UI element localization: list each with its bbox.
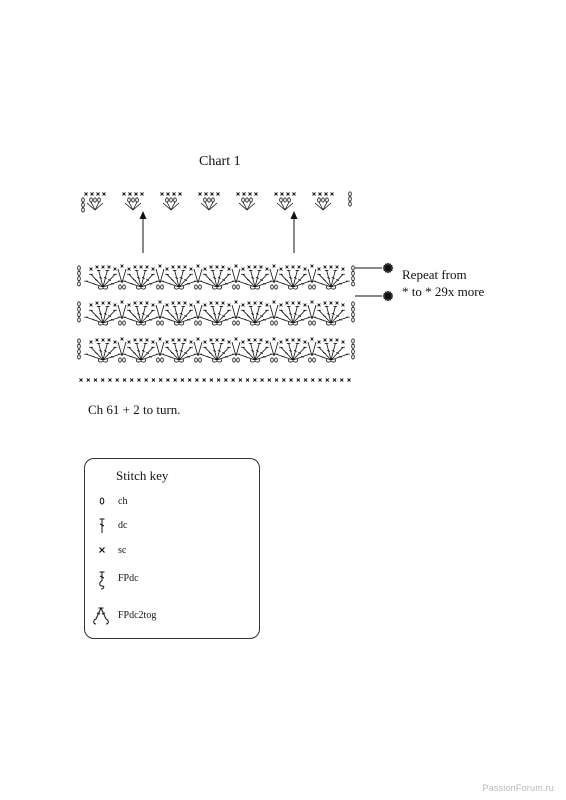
fan-motif	[160, 264, 203, 290]
repeat-arrow	[139, 211, 147, 253]
crochet-chart	[77, 191, 393, 382]
fan-join	[307, 300, 317, 326]
top-sc-group	[122, 192, 144, 211]
fan-motif	[122, 337, 165, 363]
foundation-note: Ch 61 + 2 to turn.	[88, 402, 181, 417]
top-sc-group	[274, 192, 296, 211]
fan-join	[269, 300, 279, 326]
fan-motif	[312, 338, 350, 363]
row-edge-right	[351, 338, 355, 360]
fan-join	[193, 264, 203, 290]
fan-motif	[236, 264, 279, 290]
row-edge-right	[351, 265, 355, 287]
fan-rows	[77, 264, 355, 363]
top-row	[81, 191, 352, 213]
sc-symbol-icon	[99, 547, 105, 553]
key-row-fpdc: FPdc	[85, 570, 259, 590]
repeat-marker	[355, 263, 393, 273]
fan-join	[231, 337, 241, 363]
top-sc-group	[236, 192, 258, 211]
dc-symbol-icon	[99, 518, 105, 533]
fan-row	[77, 300, 355, 326]
key-label-sc: sc	[118, 545, 127, 556]
fan-motif	[84, 300, 127, 326]
fan-join	[307, 337, 317, 363]
asterisk-icon	[383, 263, 393, 273]
fan-motif	[274, 300, 317, 326]
fan-motif	[198, 337, 241, 363]
fan-join	[117, 300, 127, 326]
fan-motif	[198, 300, 241, 326]
row-edge-left	[77, 338, 81, 360]
repeat-marker	[355, 291, 393, 301]
stitch-key-box: Stitch key ch dc sc FPdc	[84, 458, 260, 639]
fan-join	[117, 264, 127, 290]
fan-motif	[160, 337, 203, 363]
stitch-key-title: Stitch key	[116, 468, 169, 483]
chart-title: Chart 1	[199, 154, 241, 169]
fan-row	[77, 337, 355, 363]
key-label-dc: dc	[118, 520, 128, 531]
fan-join	[269, 264, 279, 290]
row-edge-right	[351, 301, 355, 323]
fan-motif	[312, 301, 350, 326]
top-sc-group	[312, 192, 334, 211]
fpdc2tog-symbol-icon	[93, 607, 109, 625]
fan-motif	[122, 264, 165, 290]
fan-join	[231, 264, 241, 290]
foundation-row	[79, 378, 351, 382]
fan-join	[269, 337, 279, 363]
fan-motif	[312, 265, 350, 290]
fan-motif	[160, 300, 203, 326]
repeat-note: Repeat from * to * 29x more	[402, 266, 484, 300]
ch-symbol-icon	[99, 497, 105, 505]
row-edge-left	[77, 301, 81, 323]
fan-motif	[122, 300, 165, 326]
key-row-fpdc2tog: FPdc2tog	[85, 607, 259, 627]
fan-join	[307, 264, 317, 290]
top-edge-left	[81, 197, 85, 213]
row-edge-left	[77, 265, 81, 287]
fan-join	[155, 337, 165, 363]
fan-motif	[274, 337, 317, 363]
top-edge-right	[348, 191, 352, 207]
fan-motif	[274, 264, 317, 290]
fan-join	[117, 337, 127, 363]
key-label-ch: ch	[118, 496, 128, 507]
top-sc-group	[84, 192, 106, 211]
fan-motif	[198, 264, 241, 290]
top-sc-group	[160, 192, 182, 211]
fan-join	[193, 300, 203, 326]
fpdc-symbol-icon	[99, 571, 105, 590]
fan-join	[193, 337, 203, 363]
key-row-sc: sc	[85, 542, 259, 562]
key-row-ch: ch	[85, 493, 259, 513]
fan-motif	[84, 337, 127, 363]
fan-row	[77, 264, 355, 290]
fan-join	[155, 300, 165, 326]
fan-join	[231, 300, 241, 326]
fan-motif	[84, 264, 127, 290]
repeat-note-line-1: Repeat from	[402, 267, 467, 282]
asterisk-icon	[383, 291, 393, 301]
repeat-arrow	[290, 211, 298, 253]
fan-join	[155, 264, 165, 290]
watermark: PassionForum.ru	[482, 783, 554, 793]
key-label-fpdc2tog: FPdc2tog	[118, 610, 157, 621]
top-sc-group	[198, 192, 220, 211]
fan-motif	[236, 300, 279, 326]
repeat-note-line-2: * to * 29x more	[402, 284, 485, 299]
fan-motif	[236, 337, 279, 363]
key-row-dc: dc	[85, 517, 259, 537]
key-label-fpdc: FPdc	[118, 573, 139, 584]
